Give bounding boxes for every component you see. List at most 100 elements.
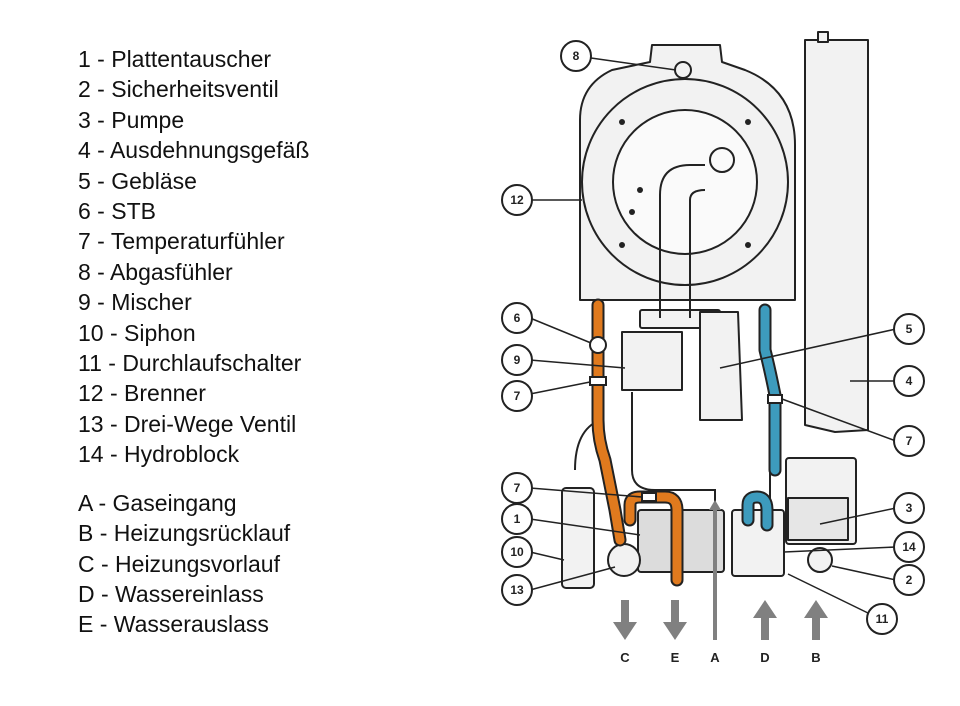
flow-label-d: D bbox=[760, 650, 769, 665]
callout-1-circle bbox=[501, 503, 533, 535]
callout-10-label: 10 bbox=[510, 545, 524, 559]
callout-5-circle bbox=[893, 313, 925, 345]
burner-bolt bbox=[745, 119, 751, 125]
leader-2 bbox=[831, 565, 897, 581]
legend-item-6: 6 - STB bbox=[78, 198, 156, 225]
callout-1-label: 1 bbox=[514, 512, 521, 526]
temp-sensor-dhw bbox=[641, 492, 657, 502]
vessel-valve bbox=[817, 31, 829, 43]
callout-7c-circle bbox=[893, 425, 925, 457]
leader-7a bbox=[529, 381, 591, 395]
legend-item-12: 12 - Brenner bbox=[78, 380, 206, 407]
legend-item-11: 11 - Durchlaufschalter bbox=[78, 350, 302, 377]
legend: 1 - Plattentauscher 2 - Sicherheitsventi… bbox=[78, 44, 418, 640]
legend-item-8: 8 - Abgasfühler bbox=[78, 258, 233, 285]
arrow-d-in bbox=[753, 600, 777, 640]
temp-sensor-flow bbox=[589, 376, 607, 386]
callout-7b-label: 7 bbox=[514, 481, 521, 495]
legend-item-10: 10 - Siphon bbox=[78, 319, 196, 346]
legend-item-c: C - Heizungsvorlauf bbox=[78, 550, 280, 577]
legend-item-3: 3 - Pumpe bbox=[78, 106, 185, 133]
legend-item-d: D - Wassereinlass bbox=[78, 580, 264, 607]
leader-7b bbox=[529, 487, 643, 498]
burner-bolt bbox=[637, 187, 643, 193]
legend-item-2: 2 - Sicherheitsventil bbox=[78, 76, 279, 103]
legend-item-a: A - Gaseingang bbox=[78, 489, 237, 516]
burner-bolt bbox=[745, 242, 751, 248]
legend-item-5: 5 - Gebläse bbox=[78, 167, 197, 194]
callout-6-circle bbox=[501, 302, 533, 334]
arrow-e-out bbox=[663, 600, 687, 640]
hydroblock bbox=[731, 509, 785, 577]
burner-sight bbox=[709, 147, 735, 173]
callout-13-label: 13 bbox=[510, 583, 524, 597]
leader-13 bbox=[529, 566, 616, 591]
arrow-b-in bbox=[804, 600, 828, 640]
leader-3 bbox=[819, 507, 897, 525]
legend-item-14: 14 - Hydroblock bbox=[78, 441, 240, 468]
siphon-body bbox=[561, 487, 595, 589]
callout-12-label: 12 bbox=[510, 193, 524, 207]
leader-8 bbox=[590, 57, 677, 71]
leader-6 bbox=[529, 317, 592, 344]
flow-label-e: E bbox=[671, 650, 680, 665]
safety-valve bbox=[807, 547, 833, 573]
callout-11-label: 11 bbox=[876, 612, 889, 626]
flow-label-a: A bbox=[710, 650, 720, 665]
leader-11 bbox=[787, 573, 871, 615]
burner-bolt bbox=[619, 119, 625, 125]
pump-head bbox=[787, 497, 849, 541]
callout-2-label: 2 bbox=[906, 573, 913, 587]
legend-item-9: 9 - Mischer bbox=[78, 289, 192, 316]
legend-item-13: 13 - Drei-Wege Ventil bbox=[78, 410, 297, 437]
arrow-c-out bbox=[613, 600, 637, 640]
arrow-a-in bbox=[709, 500, 721, 640]
burner-bolt bbox=[619, 242, 625, 248]
callout-5-label: 5 bbox=[906, 322, 913, 336]
callout-7a-circle bbox=[501, 380, 533, 412]
callout-12-circle bbox=[501, 184, 533, 216]
exhaust-duct bbox=[659, 164, 705, 318]
callout-7a-label: 7 bbox=[514, 389, 521, 403]
legend-item-4: 4 - Ausdehnungsgefäß bbox=[78, 137, 310, 164]
callout-6-label: 6 bbox=[514, 311, 521, 325]
callout-4-circle bbox=[893, 365, 925, 397]
callout-10-circle bbox=[501, 536, 533, 568]
burner-bolt bbox=[629, 209, 635, 215]
callout-3-circle bbox=[893, 492, 925, 524]
legend-item-1: 1 - Plattentauscher bbox=[78, 46, 272, 72]
callout-3-label: 3 bbox=[906, 501, 913, 515]
burner-face bbox=[612, 109, 758, 255]
callout-14-label: 14 bbox=[902, 540, 916, 554]
flow-pipe-hot bbox=[593, 300, 625, 545]
callout-9-circle bbox=[501, 344, 533, 376]
leader-9 bbox=[529, 359, 626, 369]
leader-14 bbox=[783, 546, 897, 553]
gas-pipe bbox=[631, 392, 716, 510]
stb-sensor bbox=[589, 336, 607, 354]
flow-label-c: C bbox=[620, 650, 630, 665]
callout-8-label: 8 bbox=[573, 49, 580, 63]
callout-4-label: 4 bbox=[906, 374, 913, 388]
callout-9-label: 9 bbox=[514, 353, 521, 367]
callout-13-circle bbox=[501, 574, 533, 606]
callout-7c-label: 7 bbox=[906, 434, 913, 448]
callout-8-circle bbox=[560, 40, 592, 72]
temp-sensor-return bbox=[767, 394, 783, 404]
blower-body bbox=[699, 311, 743, 421]
callout-14-circle bbox=[893, 531, 925, 563]
callout-2-circle bbox=[893, 564, 925, 596]
callout-11-circle bbox=[866, 603, 898, 635]
exhaust-duct-inner bbox=[689, 189, 706, 318]
leader-1 bbox=[529, 518, 641, 536]
leader-7c bbox=[781, 398, 897, 442]
three-way-valve bbox=[607, 543, 641, 577]
cold-link bbox=[743, 492, 772, 530]
legend-item-e: E - Wasserauslass bbox=[78, 611, 269, 638]
flow-label-b: B bbox=[811, 650, 820, 665]
leader-10 bbox=[529, 551, 565, 561]
mixer-body bbox=[621, 331, 683, 391]
legend-item-7: 7 - Temperaturfühler bbox=[78, 228, 285, 255]
leader-5 bbox=[719, 328, 897, 369]
